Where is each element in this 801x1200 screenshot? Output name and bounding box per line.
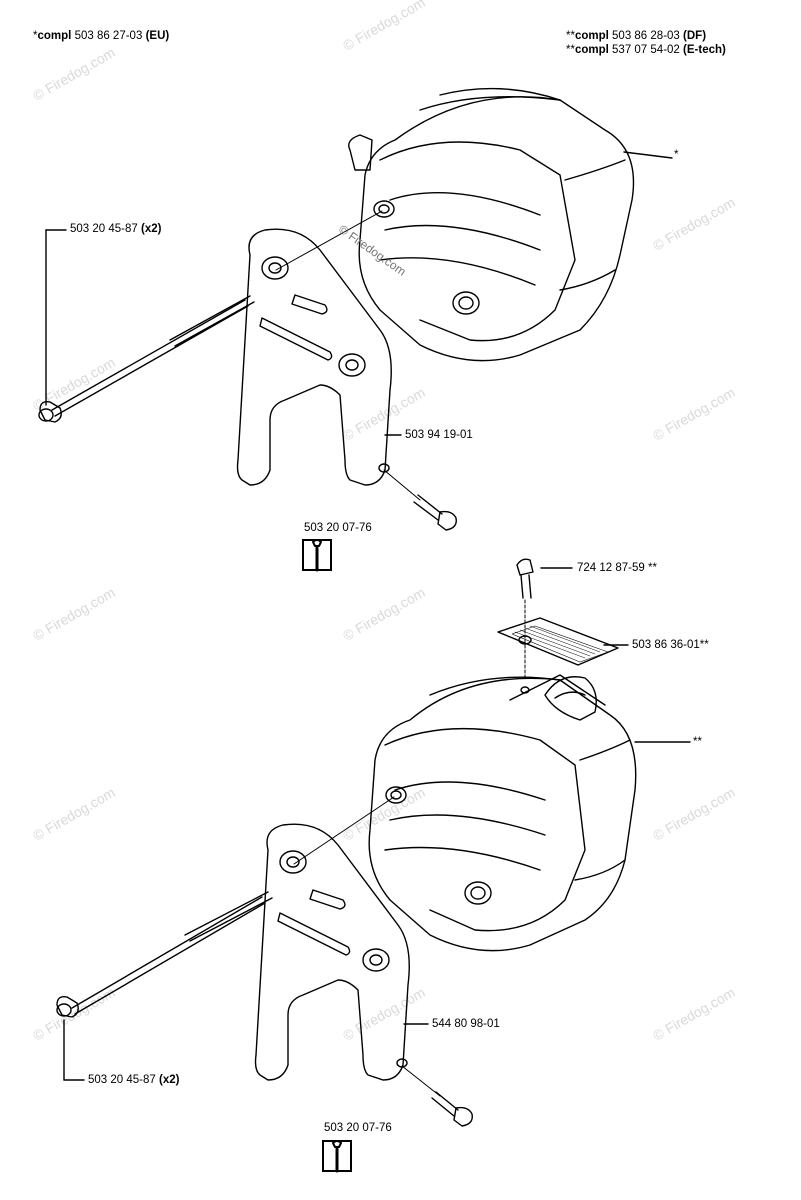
part-number: 503 86 36-01 — [632, 639, 700, 651]
bottom-tool-label: 503 20 07-76 — [324, 1122, 392, 1134]
top-muffler-marker: * — [674, 149, 679, 161]
keyword: compl — [574, 30, 609, 42]
part-number: 503 20 45-87 — [88, 1074, 156, 1086]
top-small-screw — [383, 469, 457, 531]
part-number: 724 12 87-59 — [577, 562, 645, 574]
variant: (DF) — [683, 30, 707, 42]
bottom-muffler — [368, 674, 637, 952]
top-bracket-label: 503 94 19-01 — [405, 429, 473, 441]
prefix: ** — [566, 30, 575, 42]
bottom-small-screw — [401, 1065, 473, 1127]
variant: (E-tech) — [683, 44, 726, 56]
quantity: (x2) — [159, 1074, 180, 1086]
spark-screen — [497, 617, 619, 666]
top-bracket — [236, 228, 392, 486]
bottom-bracket — [254, 823, 410, 1081]
keyword: compl — [574, 44, 609, 56]
quantity: (x2) — [141, 223, 162, 235]
top-tool-label: 503 20 07-76 — [304, 522, 372, 534]
keyword: compl — [37, 30, 72, 42]
bottom-top-screw — [516, 558, 534, 681]
part-number: 503 20 45-87 — [70, 223, 138, 235]
bottom-muffler-marker: ** — [693, 736, 702, 748]
tool-box — [322, 1140, 352, 1172]
top-muffler — [348, 87, 635, 362]
top-bolt-label: 503 20 45-87 (x2) — [70, 222, 161, 236]
header-left: *compl 503 86 27-03 (EU) — [33, 29, 169, 43]
marker: ** — [699, 639, 709, 651]
header-right-2: **compl 537 07 54-02 (E-tech) — [566, 43, 726, 57]
top-long-bolt — [38, 295, 255, 423]
prefix: * — [33, 30, 38, 42]
marker: ** — [648, 562, 657, 574]
variant: (EU) — [145, 30, 170, 42]
part-number: 503 86 28-03 — [612, 30, 680, 42]
bottom-bolt-label: 503 20 45-87 (x2) — [88, 1073, 179, 1087]
bottom-long-bolt — [56, 891, 273, 1018]
part-number: 537 07 54-02 — [612, 44, 680, 56]
bottom-screw-label: 724 12 87-59 ** — [577, 561, 657, 575]
prefix: ** — [566, 44, 575, 56]
screen-label: 503 86 36-01** — [632, 638, 709, 652]
part-number: 503 86 27-03 — [74, 30, 143, 42]
header-right-1: **compl 503 86 28-03 (DF) — [566, 29, 706, 43]
bottom-bracket-label: 544 80 98-01 — [432, 1018, 500, 1030]
tool-box — [302, 539, 332, 571]
